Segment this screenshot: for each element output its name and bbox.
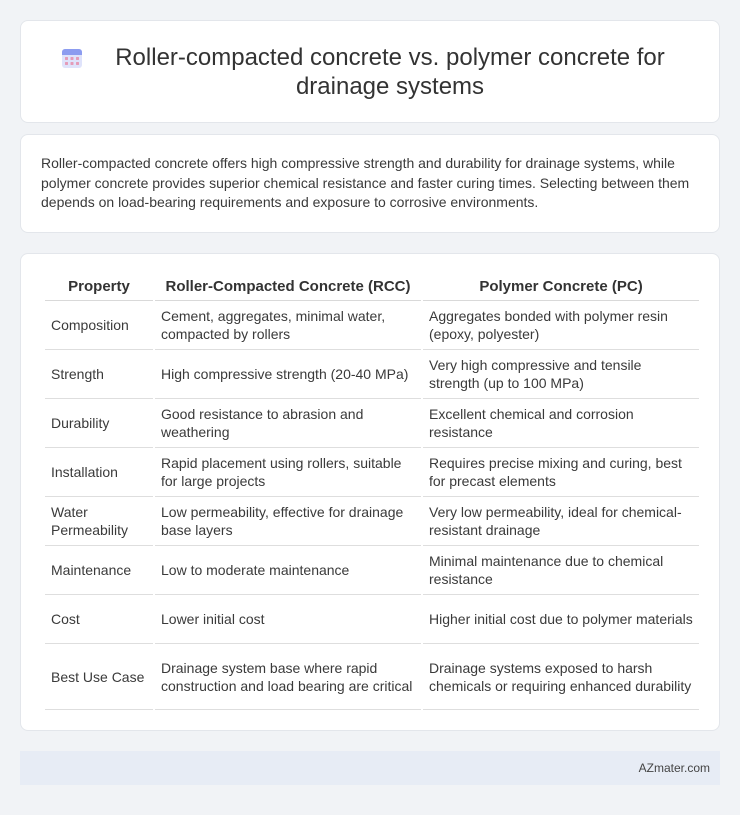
page-title: Roller-compacted concrete vs. polymer co…: [115, 43, 665, 100]
title-wrap: Roller-compacted concrete vs. polymer co…: [61, 43, 679, 101]
calendar-icon: [62, 48, 82, 68]
table-row: Water Permeability Low permeability, eff…: [45, 497, 699, 546]
property-cell: Durability: [45, 399, 153, 448]
table-row: Strength High compressive strength (20-4…: [45, 350, 699, 399]
rcc-cell: Rapid placement using rollers, suitable …: [155, 448, 421, 497]
pc-cell: Aggregates bonded with polymer resin (ep…: [423, 301, 699, 350]
table-header-row: Property Roller-Compacted Concrete (RCC)…: [45, 272, 699, 301]
pc-cell: Excellent chemical and corrosion resista…: [423, 399, 699, 448]
title-card: Roller-compacted concrete vs. polymer co…: [20, 20, 720, 123]
property-cell: Strength: [45, 350, 153, 399]
rcc-cell: Good resistance to abrasion and weatheri…: [155, 399, 421, 448]
table-row: Installation Rapid placement using rolle…: [45, 448, 699, 497]
comparison-table-card: Property Roller-Compacted Concrete (RCC)…: [20, 253, 720, 731]
footer-site-link[interactable]: AZmater.com: [638, 761, 710, 775]
pc-cell: Requires precise mixing and curing, best…: [423, 448, 699, 497]
comparison-table: Property Roller-Compacted Concrete (RCC)…: [43, 272, 701, 710]
pc-cell: Higher initial cost due to polymer mater…: [423, 595, 699, 644]
property-cell: Composition: [45, 301, 153, 350]
property-cell: Installation: [45, 448, 153, 497]
summary-text: Roller-compacted concrete offers high co…: [41, 155, 690, 210]
table-row: Best Use Case Drainage system base where…: [45, 644, 699, 710]
pc-cell: Minimal maintenance due to chemical resi…: [423, 546, 699, 595]
table-row: Cost Lower initial cost Higher initial c…: [45, 595, 699, 644]
property-cell: Maintenance: [45, 546, 153, 595]
rcc-cell: Lower initial cost: [155, 595, 421, 644]
column-header-rcc: Roller-Compacted Concrete (RCC): [155, 272, 421, 301]
column-header-property: Property: [45, 272, 153, 301]
rcc-cell: Drainage system base where rapid constru…: [155, 644, 421, 710]
property-cell: Best Use Case: [45, 644, 153, 710]
rcc-cell: Low to moderate maintenance: [155, 546, 421, 595]
summary-card: Roller-compacted concrete offers high co…: [20, 134, 720, 233]
rcc-cell: Cement, aggregates, minimal water, compa…: [155, 301, 421, 350]
rcc-cell: High compressive strength (20-40 MPa): [155, 350, 421, 399]
table-row: Durability Good resistance to abrasion a…: [45, 399, 699, 448]
pc-cell: Very low permeability, ideal for chemica…: [423, 497, 699, 546]
property-cell: Water Permeability: [45, 497, 153, 546]
property-cell: Cost: [45, 595, 153, 644]
pc-cell: Drainage systems exposed to harsh chemic…: [423, 644, 699, 710]
footer: AZmater.com: [20, 751, 720, 785]
column-header-pc: Polymer Concrete (PC): [423, 272, 699, 301]
rcc-cell: Low permeability, effective for drainage…: [155, 497, 421, 546]
table-row: Composition Cement, aggregates, minimal …: [45, 301, 699, 350]
pc-cell: Very high compressive and tensile streng…: [423, 350, 699, 399]
table-row: Maintenance Low to moderate maintenance …: [45, 546, 699, 595]
